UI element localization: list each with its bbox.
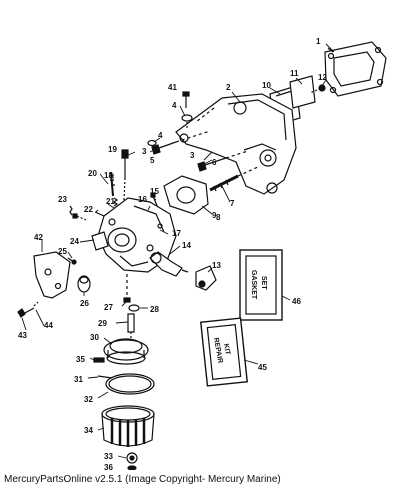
part-7-stud — [209, 165, 261, 192]
callout-28: 28 — [150, 305, 159, 314]
part-19-screw — [121, 149, 129, 201]
part-28-washer — [128, 304, 140, 312]
callout-15: 15 — [150, 187, 159, 196]
callout-22: 22 — [84, 205, 93, 214]
part-26-cap — [77, 275, 91, 293]
part-36-screw — [127, 465, 137, 470]
callout-33: 33 — [104, 452, 113, 461]
part-13-fitting — [195, 265, 217, 291]
callout-1: 1 — [316, 37, 321, 46]
callout-9: 9 — [212, 211, 217, 220]
part-14-fitting — [149, 251, 189, 277]
callout-labels: 1 2 3 3 4 4 5 6 7 8 9 10 11 12 13 14 15 … — [18, 37, 327, 470]
callout-19: 19 — [108, 145, 117, 154]
callout-3-upper: 3 — [142, 147, 147, 156]
part-21-spring — [112, 197, 119, 207]
part-12-screw — [309, 84, 326, 94]
part-11-plate — [289, 75, 316, 109]
callout-10: 10 — [262, 81, 271, 90]
callout-4-mid: 4 — [158, 131, 163, 140]
callout-4-top: 4 — [172, 101, 177, 110]
callout-17: 17 — [172, 229, 181, 238]
callout-3-lower: 3 — [190, 151, 195, 160]
repair-kit-label-line2: KIT — [222, 343, 231, 356]
callout-30: 30 — [90, 333, 99, 342]
callout-36: 36 — [104, 463, 113, 470]
callout-13: 13 — [212, 261, 221, 270]
copyright-caption: MercuryPartsOnline v2.5.1 (Image Copyrig… — [4, 474, 281, 485]
callout-20: 20 — [88, 169, 97, 178]
callout-27: 27 — [104, 303, 113, 312]
callout-11: 11 — [290, 69, 299, 78]
part-27-screw — [123, 274, 131, 303]
part-4-washer-mid — [147, 139, 157, 147]
part-32-o-ring — [105, 373, 155, 395]
part-2-throttle-body — [175, 93, 297, 195]
part-23-screw — [69, 205, 87, 221]
part-25-pin — [67, 257, 77, 265]
carburetor-exploded-diagram: GASKET SET REPAIR KIT — [17, 37, 387, 470]
part-42-bracket — [33, 251, 71, 299]
callout-24: 24 — [70, 237, 79, 246]
part-43-screw — [17, 307, 35, 318]
leader-lines — [21, 43, 335, 459]
part-18-needle — [110, 171, 115, 197]
callout-2: 2 — [226, 83, 231, 92]
part-31-pin — [97, 375, 113, 379]
gasket-set-label-line2: SET — [260, 276, 267, 290]
callout-21: 21 — [106, 197, 115, 206]
callout-8: 8 — [216, 213, 221, 222]
callout-46: 46 — [292, 297, 301, 306]
part-4-washer-top — [181, 114, 193, 130]
part-33-washer — [126, 452, 138, 464]
part-9-flange-gasket — [163, 175, 209, 215]
part-1-gasket — [324, 41, 387, 97]
callout-6: 6 — [212, 158, 217, 167]
part-34-float-bowl — [101, 405, 155, 447]
part-3-screw-lower — [197, 150, 249, 172]
callout-42: 42 — [34, 233, 43, 242]
part-44-washer — [33, 301, 39, 307]
callout-12: 12 — [318, 73, 327, 82]
callout-7: 7 — [230, 199, 235, 208]
callout-25: 25 — [58, 247, 67, 256]
callout-29: 29 — [98, 319, 107, 328]
callout-32: 32 — [84, 395, 93, 404]
callout-41: 41 — [168, 83, 177, 92]
callout-35: 35 — [76, 355, 85, 364]
callout-14: 14 — [182, 241, 191, 250]
part-22-screw — [94, 211, 105, 217]
gasket-set-label-line1: GASKET — [250, 270, 257, 300]
callout-31: 31 — [74, 375, 83, 384]
callout-44: 44 — [44, 321, 53, 330]
callout-16: 16 — [138, 195, 147, 204]
callout-45: 45 — [258, 363, 267, 372]
part-41-screw — [182, 91, 190, 108]
callout-43: 43 — [18, 331, 27, 340]
callout-5: 5 — [150, 156, 155, 165]
callout-26: 26 — [80, 299, 89, 308]
gasket-set-box: GASKET SET — [239, 249, 283, 321]
part-3-screw-upper — [151, 130, 211, 155]
part-30-float — [103, 338, 149, 365]
repair-kit-label-line1: REPAIR — [212, 337, 223, 364]
callout-34: 34 — [84, 426, 93, 435]
callout-18: 18 — [104, 171, 113, 180]
part-35-clip — [93, 357, 105, 363]
part-29-needle — [127, 313, 135, 340]
repair-kit-box: REPAIR KIT — [199, 317, 249, 387]
callout-23: 23 — [58, 195, 67, 204]
